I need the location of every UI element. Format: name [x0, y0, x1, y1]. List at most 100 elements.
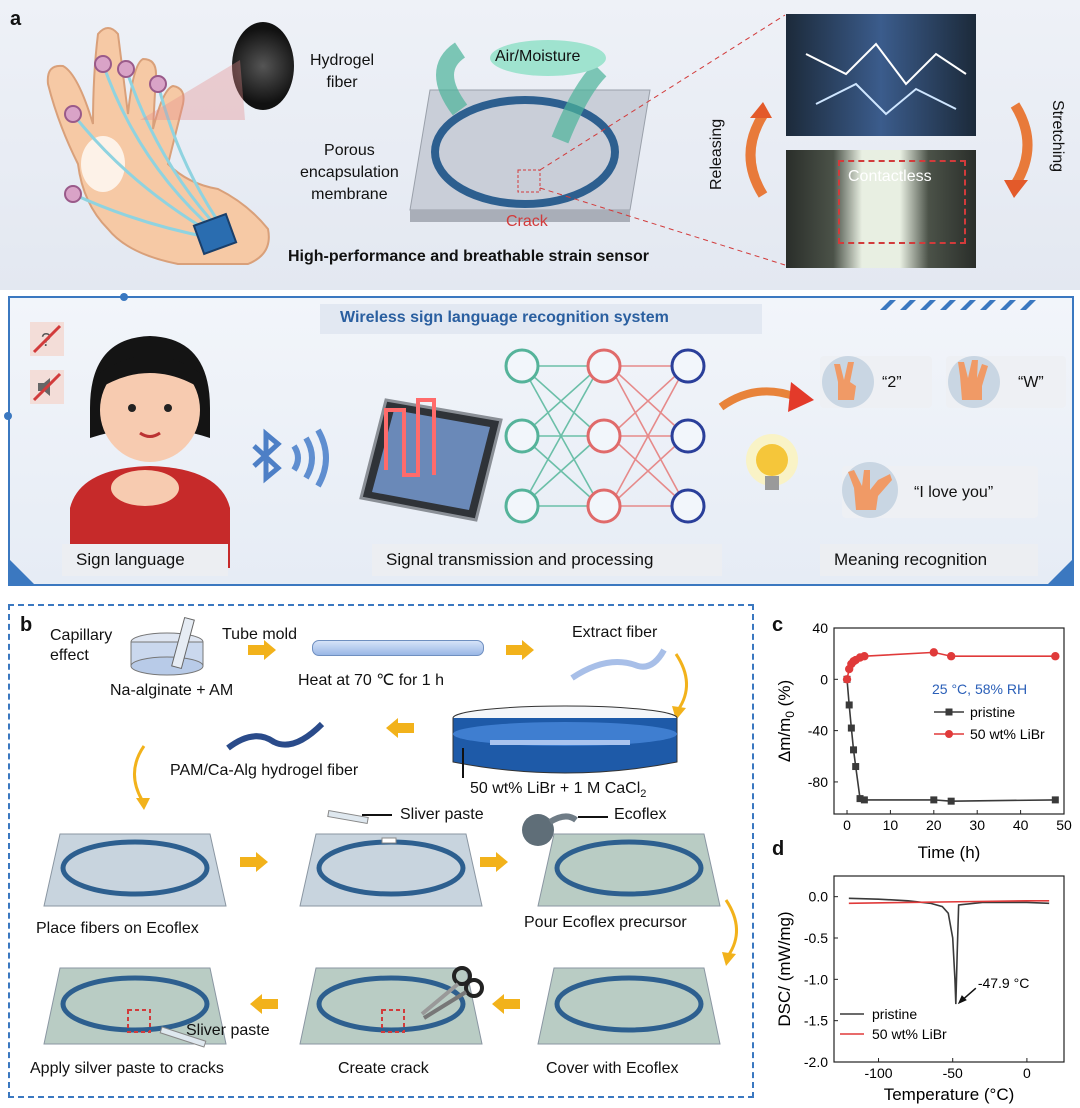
- series-line-pristine: [846, 679, 1056, 802]
- panel-d-letter: d: [772, 838, 785, 860]
- data-point: [946, 652, 956, 661]
- legend-marker: [945, 730, 953, 738]
- arrow-left-1: [386, 718, 414, 738]
- solution-label: 50 wt% LiBr + 1 M CaCl2: [470, 780, 647, 801]
- y-axis-label: Δm/m0 (%): [775, 680, 797, 762]
- y-tick-label: 0: [820, 671, 828, 687]
- legend-label: pristine: [872, 1006, 917, 1022]
- red-curved-arrow: [718, 382, 814, 412]
- sliver-paste-label-2: Sliver paste: [186, 1022, 270, 1039]
- pour-label: Pour Ecoflex precursor: [524, 914, 687, 931]
- data-point: [1051, 652, 1060, 661]
- corner-triangle-right: [1048, 560, 1072, 584]
- data-point: [860, 796, 868, 804]
- signal-tag: Signal transmission and processing: [372, 544, 722, 576]
- panel-a-letter: a: [10, 8, 22, 30]
- series-line-pristine: [848, 897, 1050, 1005]
- extract-label: Extract fiber: [572, 624, 658, 641]
- paste-syringe-1: [327, 809, 369, 825]
- data-point: [929, 648, 939, 657]
- x-tick-label: 50: [1056, 817, 1072, 833]
- no-speaker-icon: [30, 370, 64, 404]
- x-tick-label: 0: [1023, 1065, 1031, 1081]
- arrow-left-3: [492, 994, 520, 1014]
- heat-label: Heat at 70 ℃ for 1 h: [298, 672, 445, 689]
- data-point: [947, 797, 955, 805]
- lightbulb-icon: [746, 434, 798, 490]
- zoom-beam: [140, 60, 245, 120]
- y-tick-label: 40: [812, 620, 828, 636]
- tube-mold-beaker: [130, 616, 204, 676]
- panel-b-letter: b: [20, 614, 33, 636]
- peak-annotation: -47.9 °C: [978, 975, 1030, 991]
- arrow-right-1: [248, 640, 276, 660]
- membrane-step-pour: [537, 833, 721, 907]
- x-tick-label: 0: [843, 817, 851, 833]
- girl-illustration: [70, 336, 230, 568]
- arrow-left-2: [250, 994, 278, 1014]
- stretching-arrow: [1004, 102, 1033, 198]
- stripe-decoration: [880, 300, 1036, 310]
- paste-syringe-2: [159, 1026, 207, 1048]
- hand-w-icon: [948, 356, 1000, 408]
- series-line-50-wt-libr: [848, 899, 1050, 905]
- apply-label: Apply silver paste to cracks: [30, 1060, 224, 1077]
- cover-label: Cover with Ecoflex: [546, 1060, 679, 1077]
- data-point: [930, 796, 938, 804]
- x-tick-label: -100: [865, 1065, 893, 1081]
- curved-arrow-down-2: [133, 745, 150, 810]
- y-tick-label: -1.0: [804, 971, 828, 987]
- membrane-step-crack: [299, 967, 483, 1045]
- plot-frame: [833, 875, 1065, 1063]
- arrow-right-4: [480, 852, 508, 872]
- membrane-step-place: [43, 833, 227, 907]
- legend-marker: [945, 708, 953, 716]
- x-tick-label: 30: [969, 817, 985, 833]
- neural-network-diagram: [504, 348, 706, 524]
- y-tick-label: 0.0: [809, 889, 829, 905]
- ecoflex-label: Ecoflex: [614, 806, 667, 823]
- y-tick-label: -80: [808, 774, 828, 790]
- bath-pointer: [462, 748, 464, 778]
- data-point: [860, 652, 869, 661]
- data-point: [845, 701, 853, 709]
- data-point: [852, 763, 860, 771]
- ecoflex-pointer: [578, 816, 608, 818]
- paste-pointer-1: [362, 814, 392, 816]
- hand-love-icon: [842, 462, 898, 518]
- crack-label: Crack: [506, 213, 548, 230]
- quote-love: “I love you”: [914, 484, 994, 501]
- sliver-paste-label-1: Sliver paste: [400, 806, 484, 823]
- ecoflex-flask: [522, 813, 578, 846]
- releasing-label: Releasing: [708, 118, 725, 190]
- y-tick-label: -0.5: [804, 930, 828, 946]
- x-tick-label: 40: [1013, 817, 1029, 833]
- x-axis-label: Temperature (°C): [884, 1085, 1015, 1104]
- sensor-membrane-illustration: [409, 40, 651, 222]
- x-tick-label: 20: [926, 817, 942, 833]
- bluetooth-icon: [252, 428, 329, 488]
- legend-label: 50 wt% LiBr: [872, 1026, 947, 1042]
- data-point: [850, 746, 858, 754]
- heated-tube: [312, 640, 484, 656]
- contactless-label: Contactless: [848, 168, 932, 185]
- curved-arrow-down-3: [722, 899, 738, 966]
- data-point: [1051, 796, 1059, 804]
- condition-annotation: 25 °C, 58% RH: [932, 681, 1027, 697]
- hand-illustration: [46, 27, 270, 265]
- no-hearing-icon: ?: [30, 322, 64, 356]
- extracted-fiber: [570, 648, 667, 681]
- quote-w: “W”: [1018, 374, 1044, 391]
- libr-bath: [452, 705, 678, 774]
- legend-label: pristine: [970, 704, 1015, 720]
- legend-label: 50 wt% LiBr: [970, 726, 1045, 742]
- releasing-arrow: [745, 102, 772, 198]
- y-tick-label: -1.5: [804, 1013, 828, 1029]
- membrane-step-apply: [43, 967, 227, 1045]
- crack-photo-open: [786, 150, 976, 268]
